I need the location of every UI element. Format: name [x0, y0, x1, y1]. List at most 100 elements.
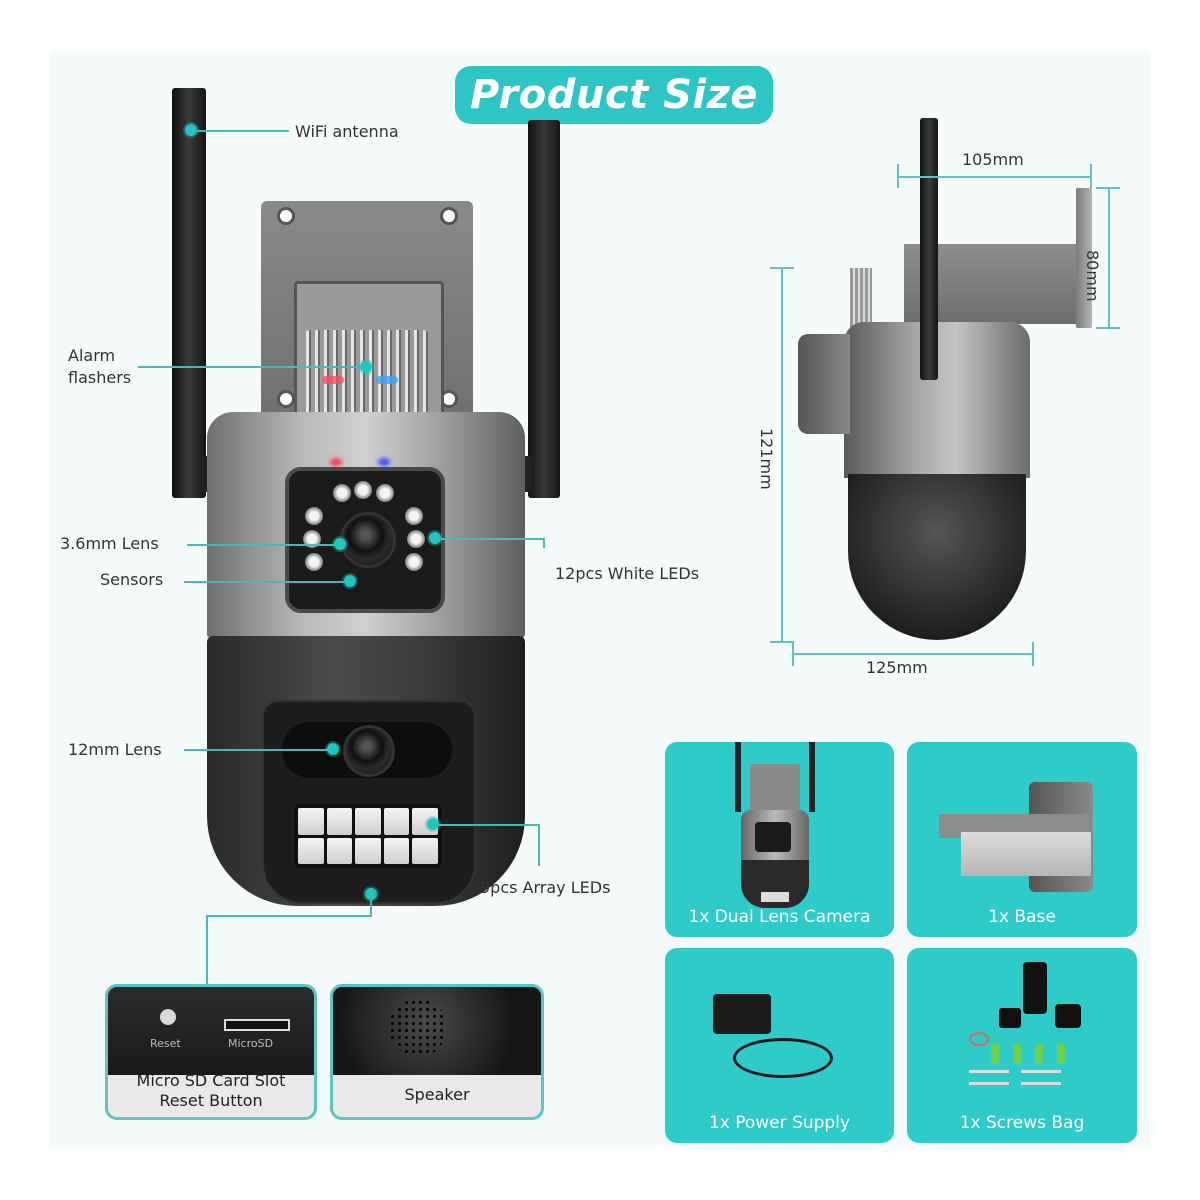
- callout-line: [439, 824, 539, 826]
- package-label-power: 1x Power Supply: [708, 1113, 850, 1133]
- side-wall-plate: [1076, 188, 1092, 328]
- callout-dot: [365, 888, 377, 900]
- dimension-tick: [1096, 187, 1120, 189]
- screw-hole: [440, 207, 458, 225]
- mini-array: [761, 892, 789, 902]
- feature-sd-line2: Reset Button: [159, 1091, 263, 1110]
- white-led: [305, 507, 323, 525]
- white-led: [303, 530, 321, 548]
- white-led: [354, 481, 372, 499]
- screw-icon: [1021, 1082, 1061, 1085]
- sd-slot-image: Reset MicroSD: [108, 987, 314, 1075]
- callout-dot: [344, 575, 356, 587]
- speaker-grille-icon: [389, 999, 447, 1057]
- callout-dot: [429, 532, 441, 544]
- power-adapter-icon: [713, 994, 771, 1034]
- cap-icon: [1055, 1004, 1081, 1028]
- screw-icon: [969, 1070, 1009, 1073]
- white-led: [405, 507, 423, 525]
- white-led: [305, 553, 323, 571]
- dimension-tick: [1032, 642, 1034, 666]
- array-led-panel: [294, 804, 442, 868]
- dimension-line: [1108, 188, 1110, 328]
- dimension-body-height: 121mm: [757, 428, 776, 490]
- reset-button-icon: [160, 1009, 176, 1025]
- screw-icon: [1021, 1070, 1061, 1073]
- white-led: [333, 484, 351, 502]
- anchor-icon: [1035, 1044, 1043, 1064]
- mini-plate: [750, 764, 800, 812]
- blue-flasher-light: [376, 376, 398, 384]
- dimension-bracket-width: 105mm: [962, 150, 1024, 169]
- dimension-line: [793, 653, 1033, 655]
- power-cable-icon: [733, 1038, 833, 1078]
- white-led: [376, 484, 394, 502]
- dimension-tick: [792, 642, 794, 666]
- red-flasher-light: [322, 376, 344, 384]
- antenna-left: [172, 88, 206, 498]
- callout-line: [197, 130, 289, 132]
- label-12mm-lens: 12mm Lens: [68, 740, 162, 759]
- antenna-right: [528, 120, 560, 498]
- mini-face: [755, 822, 791, 852]
- speaker-image: [333, 987, 541, 1075]
- feature-speaker-card: Speaker: [330, 984, 544, 1120]
- feature-speaker-label: Speaker: [404, 1085, 470, 1104]
- label-wifi-antenna: WiFi antenna: [295, 122, 399, 141]
- anchor-icon: [991, 1044, 999, 1064]
- callout-dot: [334, 538, 346, 550]
- package-label-screws: 1x Screws Bag: [959, 1113, 1085, 1133]
- callout-line: [441, 538, 544, 540]
- callout-line: [543, 538, 545, 548]
- package-card-camera: 1x Dual Lens Camera: [665, 742, 894, 937]
- callout-line: [187, 544, 337, 546]
- base-arm: [961, 832, 1091, 876]
- dimension-bracket-height: 80mm: [1083, 250, 1102, 302]
- callout-dot: [360, 361, 372, 373]
- white-led: [407, 530, 425, 548]
- screw-icon: [969, 1082, 1009, 1085]
- dimension-tick: [770, 641, 794, 643]
- page-title: Product Size: [455, 66, 773, 124]
- cable-gland-icon: [1023, 962, 1047, 1014]
- feature-sd-label: Micro SD Card Slot Reset Button: [108, 1071, 314, 1111]
- label-3-6mm-lens: 3.6mm Lens: [60, 534, 159, 553]
- callout-line: [538, 824, 540, 866]
- package-card-power: 1x Power Supply: [665, 948, 894, 1143]
- anchor-icon: [1013, 1044, 1021, 1064]
- callout-line: [370, 900, 372, 916]
- screw-hole: [277, 207, 295, 225]
- package-label-camera: 1x Dual Lens Camera: [688, 907, 871, 927]
- side-flasher: [850, 268, 872, 328]
- dimension-line: [898, 176, 1092, 178]
- lens-3-6mm: [340, 512, 396, 568]
- dimension-body-width: 125mm: [866, 658, 928, 677]
- label-alarm-line1: Alarm: [68, 346, 116, 365]
- side-lower-body: [848, 474, 1026, 640]
- screw-hole: [277, 390, 295, 408]
- dimension-tick: [1096, 327, 1120, 329]
- side-lens-housing: [798, 334, 850, 434]
- label-array-leds: 9pcs Array LEDs: [480, 878, 611, 897]
- inset-microsd-text: MicroSD: [228, 1037, 274, 1050]
- callout-dot: [427, 818, 439, 830]
- callout-dot: [185, 124, 197, 136]
- feature-sd-line1: Micro SD Card Slot: [136, 1071, 286, 1090]
- callout-line: [138, 366, 364, 368]
- blue-indicator: [378, 458, 390, 466]
- mini-antenna: [735, 742, 741, 812]
- anchor-icon: [1057, 1044, 1065, 1064]
- washer-icon: [969, 1032, 989, 1046]
- callout-dot: [327, 743, 339, 755]
- dimension-tick: [770, 267, 794, 269]
- package-label-base: 1x Base: [988, 907, 1056, 927]
- label-alarm-line2: flashers: [68, 368, 132, 387]
- callout-line: [184, 749, 332, 751]
- side-antenna: [920, 118, 938, 380]
- dimension-line: [781, 268, 783, 642]
- microsd-slot-icon: [224, 1019, 290, 1031]
- mini-antenna: [809, 742, 815, 812]
- label-white-leds: 12pcs White LEDs: [555, 564, 700, 583]
- white-led: [405, 553, 423, 571]
- dimension-tick: [1090, 164, 1092, 188]
